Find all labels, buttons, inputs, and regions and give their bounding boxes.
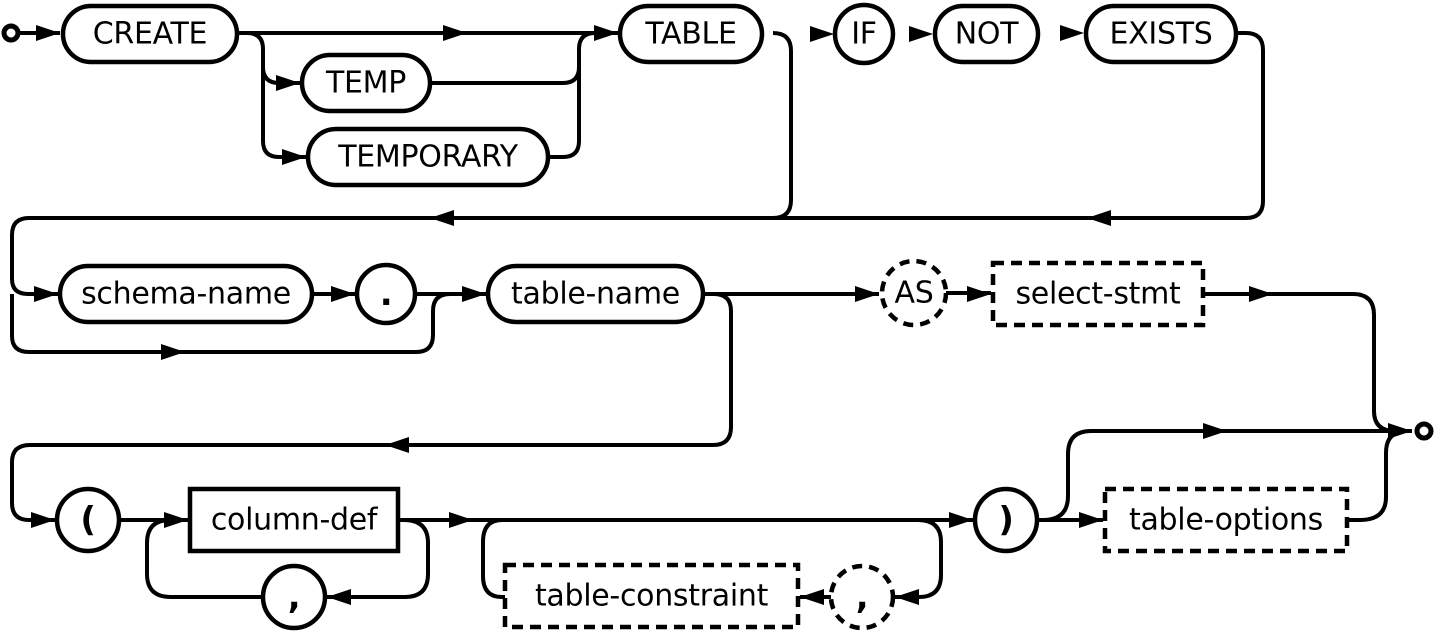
keyword-temporary-label: TEMPORARY	[337, 140, 519, 175]
end-terminal	[1414, 421, 1434, 441]
arrowhead-right-26	[1203, 423, 1227, 439]
token-table-name-label: table-name	[511, 277, 680, 312]
arrowhead-right-10	[34, 286, 58, 302]
keyword-not: NOT	[932, 3, 1041, 65]
arrowhead-right-1	[443, 25, 467, 41]
edge-table-down	[768, 31, 793, 220]
edge-temp-branch	[246, 31, 306, 159]
token-lparen-label: (	[80, 500, 95, 540]
ref-table-constraint[interactable]: table-constraint	[502, 562, 801, 630]
arrowhead-right-16	[1249, 286, 1273, 302]
keyword-as-label: AS	[895, 276, 934, 311]
keyword-exists-label: EXISTS	[1110, 17, 1213, 52]
keyword-table-label: TABLE	[644, 17, 736, 52]
edge-exists-wrap	[10, 31, 1265, 280]
arrowhead-right-0	[36, 25, 60, 41]
keyword-as: AS	[879, 258, 949, 328]
token-schema-name-label: schema-name	[81, 277, 291, 312]
token-comma-columns: ,	[260, 563, 328, 631]
edge-select-end	[1203, 292, 1400, 433]
arrowhead-right-19	[164, 512, 188, 528]
arrowhead-right-27	[1388, 423, 1412, 439]
arrowhead-right-14	[855, 286, 879, 302]
arrowhead-right-5	[810, 26, 834, 42]
arrowhead-right-7	[1060, 25, 1084, 41]
token-schema-name: schema-name	[57, 263, 315, 325]
ref-column-def[interactable]: column-def	[187, 486, 401, 554]
keyword-temp-label: TEMP	[325, 66, 406, 101]
arrowhead-left-8	[1087, 210, 1111, 226]
edge-tablename-down	[10, 292, 733, 522]
arrowhead-left-24	[800, 589, 824, 605]
arrowhead-right-12	[161, 344, 185, 360]
keyword-if: IF	[832, 2, 896, 66]
token-comma-constraints: ,	[828, 563, 896, 631]
token-table-name: table-name	[485, 263, 706, 325]
ref-table-options[interactable]: table-options	[1102, 486, 1350, 554]
arrowhead-right-4	[282, 149, 306, 165]
edge-constraint-exit	[481, 518, 507, 599]
ref-table-options-label: table-options	[1129, 503, 1323, 538]
start-terminal	[1, 23, 21, 43]
arrowhead-left-17	[385, 437, 409, 453]
edge-constraint-loop-entry	[895, 518, 943, 599]
keyword-create: CREATE	[60, 3, 240, 65]
arrowhead-right-15	[967, 286, 991, 302]
arrowhead-right-3	[276, 75, 300, 91]
edge-schema-bypass	[10, 292, 462, 354]
arrowhead-right-13	[462, 286, 486, 302]
arrowhead-right-2	[594, 25, 618, 41]
keyword-temp: TEMP	[299, 52, 433, 114]
arrowhead-right-25	[1079, 512, 1103, 528]
arrowhead-left-9	[430, 210, 454, 226]
arrowhead-left-20	[327, 589, 351, 605]
token-dot-label: .	[380, 274, 393, 314]
keyword-exists: EXISTS	[1083, 3, 1239, 65]
token-dot: .	[354, 262, 418, 326]
ref-select-stmt[interactable]: select-stmt	[990, 260, 1206, 328]
ref-column-def-label: column-def	[211, 503, 379, 538]
arrowhead-right-6	[909, 26, 933, 42]
edge-temp-merge	[430, 60, 581, 85]
keyword-not-label: NOT	[955, 17, 1019, 52]
ref-select-stmt-label: select-stmt	[1015, 277, 1181, 312]
arrowhead-right-22	[949, 512, 973, 528]
token-comma-constraints-label: ,	[856, 577, 869, 617]
token-rparen: )	[972, 486, 1040, 554]
token-lparen: (	[54, 486, 122, 554]
arrowhead-left-23	[895, 589, 919, 605]
keyword-temporary: TEMPORARY	[305, 126, 551, 188]
edge-options-end	[1347, 429, 1411, 522]
arrowhead-right-21	[449, 512, 473, 528]
edge-schema-entry	[10, 262, 58, 296]
edge-temporary-merge	[548, 31, 600, 159]
ref-table-constraint-label: table-constraint	[535, 579, 769, 614]
token-comma-columns-label: ,	[288, 577, 301, 617]
keyword-create-label: CREATE	[93, 17, 207, 52]
token-rparen-label: )	[998, 500, 1013, 540]
keyword-table: TABLE	[617, 3, 765, 65]
arrowhead-right-11	[331, 286, 355, 302]
keyword-if-label: IF	[851, 17, 877, 52]
arrowhead-right-18	[31, 512, 55, 528]
edge-rparen-bypass	[1042, 429, 1412, 522]
